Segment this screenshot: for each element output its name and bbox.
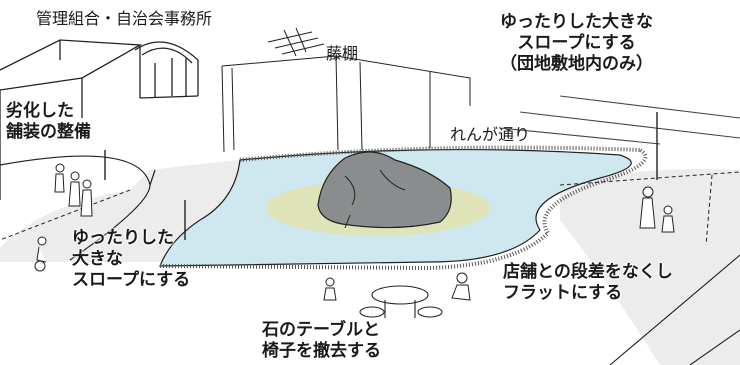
note-line: ゆったりした <box>72 228 174 248</box>
brick-road-label: れんが通り <box>450 125 531 144</box>
left-curb <box>0 155 151 261</box>
note-line: （団地敷地内のみ） <box>500 54 653 74</box>
right-lines <box>609 254 740 365</box>
dashed-edges <box>0 171 740 246</box>
brick-road-lines <box>499 95 740 145</box>
note-line: スロープにする <box>72 270 191 290</box>
flat-shop-note: 店舗との段差をなくし フラットにする <box>503 262 673 304</box>
people <box>34 163 675 301</box>
left-slope-note: ゆったりした 大きな スロープにする <box>72 228 190 291</box>
wisteria-trellis-label: 藤棚 <box>326 44 359 63</box>
stone-table <box>359 285 443 318</box>
note-line: スロープにする <box>517 33 636 53</box>
person-table-1 <box>323 277 337 301</box>
rock <box>317 151 452 229</box>
note-line: 劣化した <box>6 101 74 121</box>
right-paving <box>560 169 740 365</box>
right-slope-note: ゆったりした大きな スロープにする （団地敷地内のみ） <box>500 12 653 75</box>
pond-rim-top <box>239 145 641 162</box>
management-building <box>0 39 199 200</box>
note-line: 大きな <box>72 249 123 269</box>
person-left-1 <box>54 163 65 193</box>
management-building-label: 管理組合・自治会事務所 <box>36 9 213 28</box>
person-right-2 <box>661 205 675 233</box>
note-line: 石のテーブルと <box>262 320 380 340</box>
remove-table-note: 石のテーブルと 椅子を撤去する <box>262 320 381 362</box>
note-line: ゆったりした大きな <box>500 12 653 32</box>
note-line: 舗装の整備 <box>6 122 91 142</box>
pointer-lines <box>104 112 658 240</box>
wisteria-trellis <box>221 27 471 153</box>
left-curb-step <box>149 169 156 186</box>
note-line: 店舗との段差をなくし <box>503 262 673 282</box>
person-left-3 <box>80 179 93 217</box>
person-right-1 <box>639 186 656 229</box>
repair-paving-note: 劣化した 舗装の整備 <box>6 101 91 143</box>
person-table-2 <box>451 272 471 301</box>
pond-rim <box>159 148 648 271</box>
note-line: フラットにする <box>503 283 623 303</box>
person-left-2 <box>68 171 81 207</box>
note-line: 椅子を撤去する <box>262 341 381 361</box>
person-wheelchair-left <box>34 236 47 272</box>
